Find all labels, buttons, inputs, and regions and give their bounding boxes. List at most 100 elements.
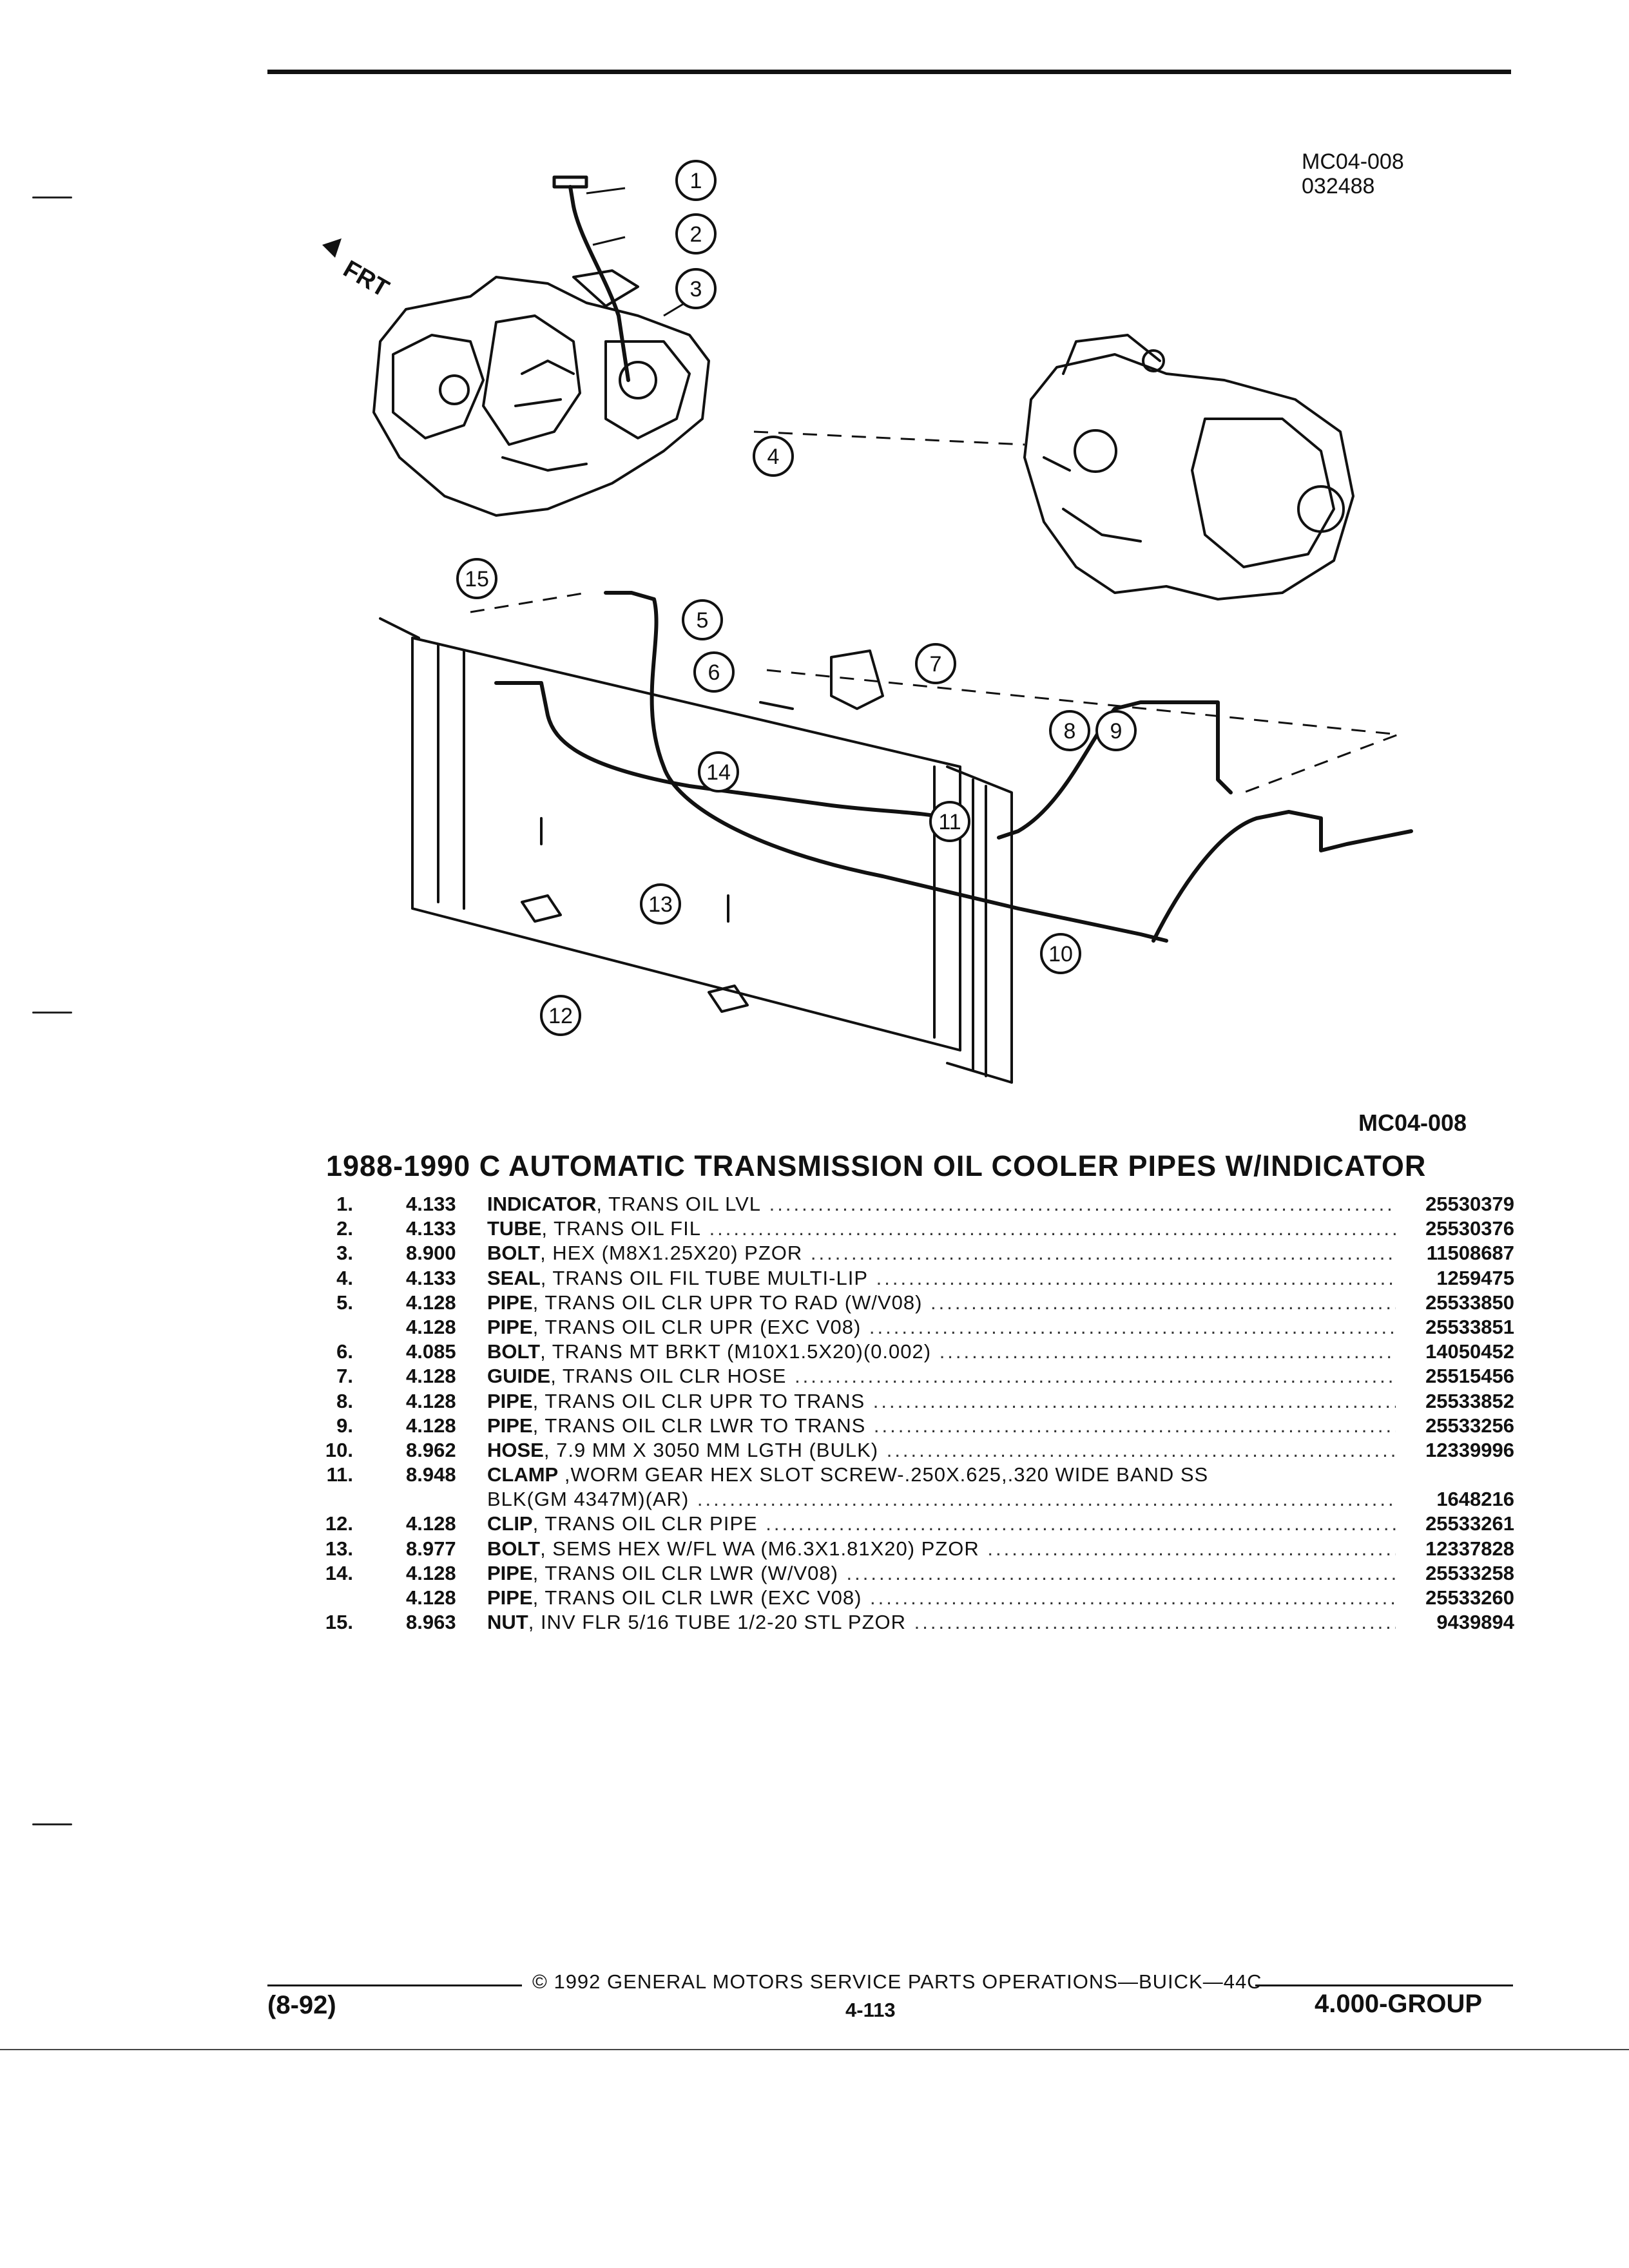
callout-12-label: 12 xyxy=(548,1004,573,1028)
callout-9-label: 9 xyxy=(1110,719,1123,744)
pipe-lower xyxy=(494,681,949,820)
parts-list-row: 14. 4.128 PIPE, TRANS OIL CLR LWR (W/V08) … xyxy=(309,1561,1514,1586)
callout-7-label: 7 xyxy=(930,652,942,677)
group-number: 8.948 xyxy=(406,1463,456,1486)
part-number: 25533258 xyxy=(1425,1561,1514,1584)
leader-dots: ........................................… xyxy=(769,1193,1396,1215)
leader-dots: ........................................… xyxy=(810,1242,1396,1265)
item-number: 12. xyxy=(325,1512,353,1535)
group-number: 8.977 xyxy=(406,1537,456,1560)
leader-dots: ........................................… xyxy=(697,1488,1396,1511)
part-detail: , TRANS OIL FIL xyxy=(541,1217,701,1240)
callout-3-label: 3 xyxy=(690,277,702,302)
part-name: SEAL xyxy=(487,1266,541,1289)
callout-4: 4 xyxy=(753,436,794,477)
group-number: 4.128 xyxy=(406,1414,456,1437)
callout-14-label: 14 xyxy=(706,760,731,785)
part-detail: , TRANS OIL CLR UPR TO RAD (W/V08) xyxy=(532,1291,923,1314)
group-number: 8.963 xyxy=(406,1611,456,1634)
part-description: PIPE, TRANS OIL CLR LWR (W/V08) ........… xyxy=(487,1561,1396,1586)
leader-dots: ........................................… xyxy=(886,1438,1396,1461)
part-description: BOLT, SEMS HEX W/FL WA (M6.3X1.81X20) PZ… xyxy=(487,1537,1396,1561)
item-number: 5. xyxy=(336,1291,353,1314)
item-number: 13. xyxy=(325,1537,353,1560)
part-name: PIPE xyxy=(487,1586,533,1609)
parts-list-row: BLK(GM 4347M)(AR) ......................… xyxy=(309,1487,1514,1512)
footer-rule-left xyxy=(267,1984,522,1986)
top-rule xyxy=(267,70,1511,74)
part-description: PIPE, TRANS OIL CLR LWR (EXC V08) ......… xyxy=(487,1586,1396,1610)
part-number: 9439894 xyxy=(1436,1611,1514,1634)
part-number: 25533261 xyxy=(1425,1512,1514,1535)
part-number: 1648216 xyxy=(1436,1488,1514,1511)
part-name: CLIP xyxy=(487,1512,533,1535)
pipe-clip xyxy=(708,985,749,1013)
item-number: 15. xyxy=(325,1611,353,1634)
item-number: 7. xyxy=(336,1365,353,1388)
callout-6: 6 xyxy=(693,651,735,693)
group-number: 4.128 xyxy=(406,1561,456,1584)
front-direction-label: FRT xyxy=(339,255,394,302)
figure-date-code: 032488 xyxy=(1302,174,1375,198)
callout-4-label: 4 xyxy=(767,445,780,469)
part-number: 12337828 xyxy=(1425,1537,1514,1560)
group-number: 4.128 xyxy=(406,1315,456,1338)
transaxle-left-illustration xyxy=(372,269,710,517)
part-name: BOLT xyxy=(487,1242,541,1265)
leader-dots: ........................................… xyxy=(869,1315,1396,1338)
part-name: TUBE xyxy=(487,1217,542,1240)
punch-mark xyxy=(32,1012,72,1014)
part-detail: , TRANS OIL CLR LWR (EXC V08) xyxy=(532,1586,862,1609)
callout-13-label: 13 xyxy=(648,892,673,917)
group-number: 4.133 xyxy=(406,1217,456,1240)
leader-dots: ........................................… xyxy=(930,1291,1396,1314)
leader-dots: ........................................… xyxy=(766,1512,1396,1535)
footer-rule-right xyxy=(1255,1984,1513,1986)
part-detail: , TRANS OIL LVL xyxy=(596,1193,761,1215)
part-detail: , INV FLR 5/16 TUBE 1/2-20 STL PZOR xyxy=(528,1611,907,1634)
callout-11: 11 xyxy=(929,801,970,842)
part-number: 25515456 xyxy=(1425,1365,1514,1388)
part-name: PIPE xyxy=(487,1414,533,1437)
bottom-rule xyxy=(0,2049,1629,2050)
part-detail: ,WORM GEAR HEX SLOT SCREW-.250X.625,.320… xyxy=(558,1463,1209,1486)
callout-1: 1 xyxy=(675,160,717,201)
callout-2: 2 xyxy=(675,213,717,255)
part-description: TUBE, TRANS OIL FIL ....................… xyxy=(487,1216,1396,1241)
item-number: 14. xyxy=(325,1561,353,1584)
part-description: CLAMP ,WORM GEAR HEX SLOT SCREW-.250X.62… xyxy=(487,1463,1396,1487)
parts-list-row: 13. 8.977 BOLT, SEMS HEX W/FL WA (M6.3X1.8… xyxy=(309,1537,1514,1561)
part-name: GUIDE xyxy=(487,1365,551,1388)
group-number: 4.133 xyxy=(406,1266,456,1289)
front-direction-indicator: FRT xyxy=(322,238,393,303)
part-number: 25533852 xyxy=(1425,1389,1514,1412)
item-number: 8. xyxy=(336,1389,353,1412)
group-number: 4.085 xyxy=(406,1340,456,1363)
leader-dots: ........................................… xyxy=(987,1537,1396,1560)
part-detail: , TRANS OIL FIL TUBE MULTI-LIP xyxy=(540,1266,868,1289)
punch-mark xyxy=(32,197,72,198)
part-name: PIPE xyxy=(487,1389,533,1412)
part-detail: , SEMS HEX W/FL WA (M6.3X1.81X20) PZOR xyxy=(540,1537,979,1560)
callout-12: 12 xyxy=(540,995,581,1036)
leader-dots: ........................................… xyxy=(876,1266,1396,1289)
callout-5-label: 5 xyxy=(697,608,709,633)
part-number: 25533260 xyxy=(1425,1586,1514,1609)
part-name: BOLT xyxy=(487,1340,541,1363)
part-description: GUIDE, TRANS OIL CLR HOSE ..............… xyxy=(487,1364,1396,1389)
callout-15-label: 15 xyxy=(465,567,489,591)
part-detail: , 7.9 MM X 3050 MM LGTH (BULK) xyxy=(543,1438,879,1461)
part-number: 25533256 xyxy=(1425,1414,1514,1437)
part-description: SEAL, TRANS OIL FIL TUBE MULTI-LIP .....… xyxy=(487,1266,1396,1291)
part-name: PIPE xyxy=(487,1315,533,1338)
leader-dots: ........................................… xyxy=(795,1365,1396,1388)
